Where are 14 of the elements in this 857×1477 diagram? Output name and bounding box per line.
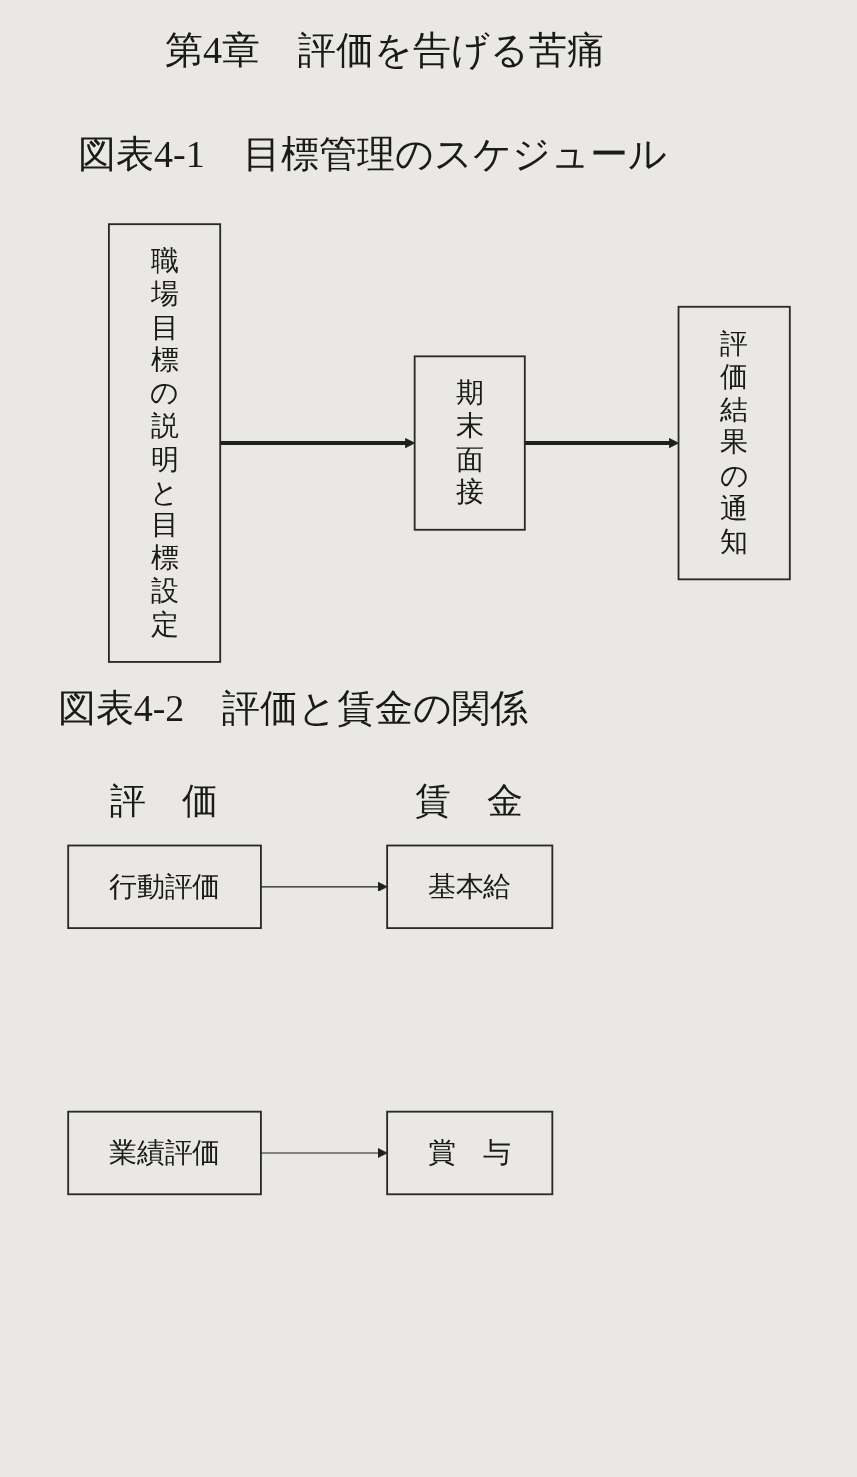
node-box: 基本給: [385, 844, 553, 930]
figure-title: 図表4-2 評価と賃金の関係: [57, 685, 529, 731]
arrow: [524, 438, 679, 449]
running-head: 第4章 評価を告げる苦痛: [165, 28, 605, 73]
arrow: [219, 438, 415, 449]
node-box: 行動評価: [66, 844, 262, 930]
column-heading: 評 価: [110, 779, 219, 823]
node-box: 賞 与: [385, 1110, 553, 1196]
node-box: 期末面接: [413, 355, 526, 531]
node-box: 評価結果の通知: [677, 305, 791, 581]
node-box: 業績評価: [66, 1110, 262, 1196]
column-heading: 賃 金: [415, 779, 524, 823]
figure-title: 図表4-1 目標管理のスケジュール: [78, 132, 667, 177]
node-box: 職場目標の説明と目標設定: [107, 223, 221, 663]
